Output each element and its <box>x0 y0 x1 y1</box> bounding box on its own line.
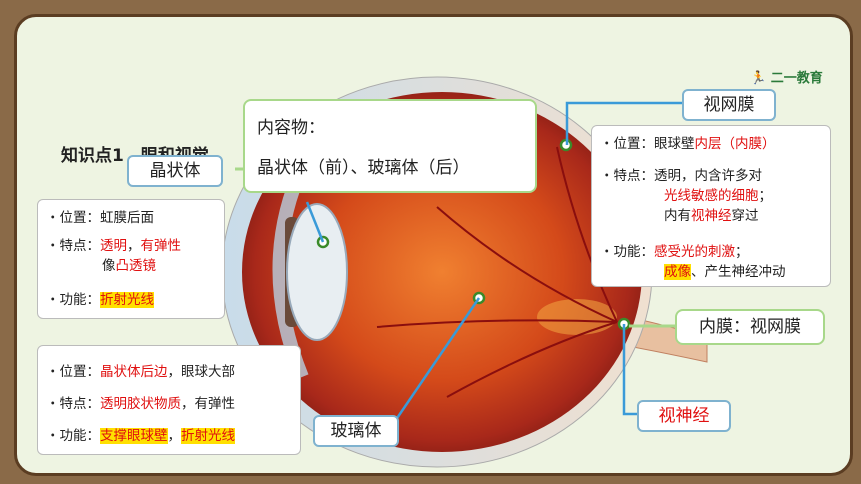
label-vitreous: 玻璃体 <box>313 415 399 447</box>
blood-vessels <box>376 146 618 398</box>
retina-leader <box>565 101 682 145</box>
vitreous-info-box: ・位置：晶状体后边，眼球大部 ・特点：透明胶状物质，有弹性 ・功能：支撑眼球壁，… <box>37 345 301 455</box>
brand-logo: 🏃 二一教育 <box>750 67 823 86</box>
brand-name: 二一教育 <box>770 71 823 86</box>
contents-detail: 晶状体（前）、玻璃体（后） <box>257 158 470 178</box>
slide-board: 知识点1 眼和视觉 🏃 二一教育 内容物： 晶状体（前）、玻璃体（后） 晶状体 … <box>14 14 853 476</box>
contents-heading: 内容物： <box>257 118 325 138</box>
label-lens: 晶状体 <box>127 155 223 187</box>
contents-box: 内容物： 晶状体（前）、玻璃体（后） <box>243 99 537 193</box>
vitreous-leader <box>389 297 481 428</box>
retina-info-box: ・位置：眼球壁内层（内膜） ・特点：透明，内含许多对 光线敏感的细胞； 内有视神… <box>591 125 831 287</box>
lens-info-box: ・位置：虹膜后面 ・特点：透明，有弹性 像凸透镜 ・功能：折射光线 <box>37 199 225 319</box>
label-optic-nerve: 视神经 <box>637 400 731 432</box>
optic-nerve-leader <box>622 324 637 416</box>
label-inner-membrane: 内膜：视网膜 <box>675 309 825 345</box>
lens-leader <box>305 201 325 243</box>
lens-shape <box>286 203 348 341</box>
label-retina: 视网膜 <box>682 89 776 121</box>
runner-icon: 🏃 <box>750 71 767 86</box>
